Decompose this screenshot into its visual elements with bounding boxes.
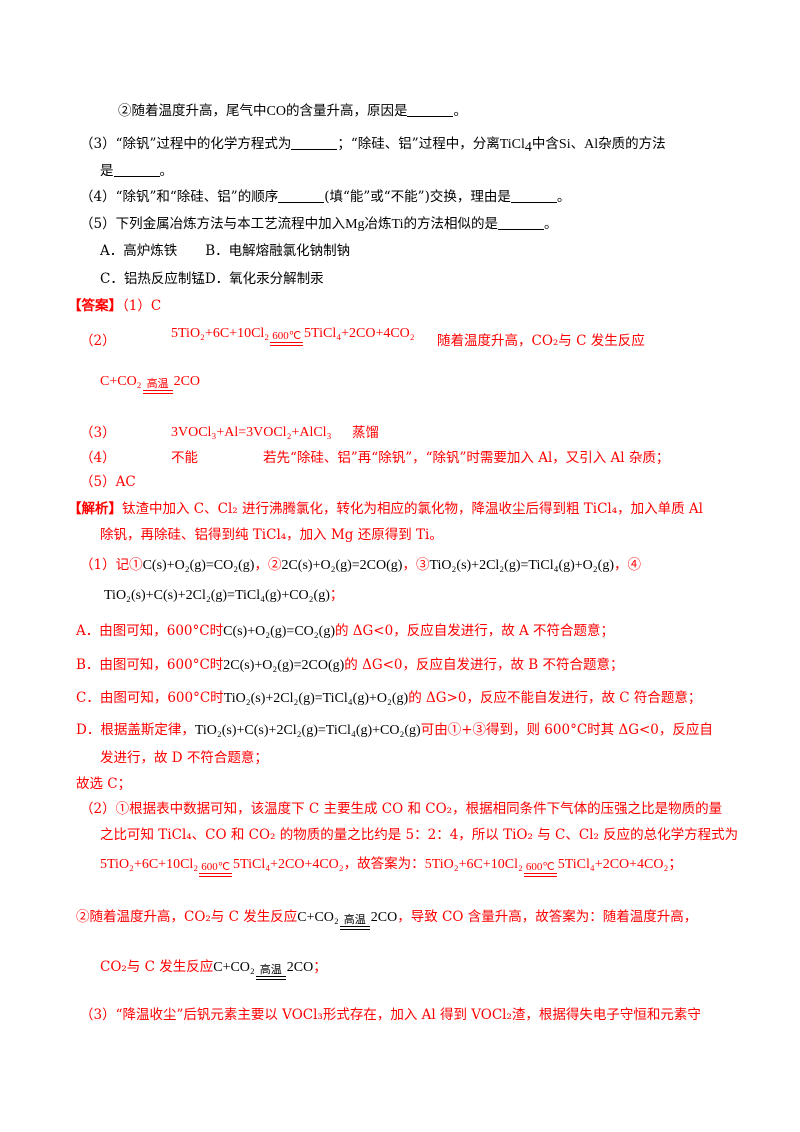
question-2-part-2: ②随着温度升高，尾气中CO的含量升高，原因是。 [118,103,467,119]
analysis-option-d: D．根据盖斯定律，TiO₂(s)+C(s)+2Cl₂(g)=TiCl₄(g)+C… [76,722,713,738]
analysis-part-2: （2）①根据表中数据可知，该温度下 C 主要生成 CO 和 CO₂，根据相同条件… [80,801,723,817]
question-4: （4）“除钒”和“除硅、铝”的顺序(填“能”或“不能”)交换，理由是。 [80,189,571,205]
answer-2: （2） [80,333,116,349]
question-5: （5）下列金属冶炼方法与本工艺流程中加入Mg冶炼Ti的方法相似的是。 [80,216,558,232]
answer-4: （4） [80,450,116,466]
analysis-option-c: C．由图可知，600°C时TiO₂(s)+2Cl₂(g)=TiCl₄(g)+O₂… [76,690,702,706]
analysis-part-1-cont: TiO₂(s)+C(s)+2Cl₂(g)=TiCl₄(g)+CO₂(g)； [104,587,344,603]
answer-2-reason: 随着温度升高，CO₂与 C 发生反应 [437,333,645,349]
analysis-intro: 【解析】钛渣中加入 C、Cl₂ 进行沸腾氯化，转化为相应的氯化物，降温收尘后得到… [68,501,703,517]
answer-3-equation: 3VOCl₃+Al=3VOCl₂+AlCl₃ [171,425,332,440]
answer-blank [278,190,325,203]
analysis-option-b: B．由图可知，600°C时2C(s)+O₂(g)=2CO(g)的 ΔG<0，反应… [76,657,624,673]
answer-1: 【答案】（1）C [68,298,162,314]
question-3: （3）“除钒”过程中的化学方程式为；“除硅、铝”过程中，分离TiCl4中含Si、… [80,136,666,155]
answer-blank [291,137,338,150]
answer-3: （3） [80,425,116,441]
analysis-intro-cont: 除钒，再除硅、铝得到纯 TiCl₄，加入 Mg 还原得到 Ti。 [100,527,443,543]
analysis-option-d-cont: 发进行，故 D 不符合题意； [100,750,268,766]
answer-blank [498,217,544,230]
analysis-selection: 故选 C； [76,776,132,792]
answer-4-reason: 若先“除硅、铝”再“除钒”，“除钒”时需要加入 Al，又引入 Al 杂质； [263,450,670,466]
answer-3-method: 蒸馏 [352,425,379,441]
analysis-option-a: A．由图可知，600°C时C(s)+O₂(g)=CO₂(g)的 ΔG<0，反应自… [76,623,615,639]
analysis-part-2-cont: 之比可知 TiCl₄、CO 和 CO₂ 的物质的量之比约是 5：2：4，所以 T… [100,827,739,843]
question-3-cont: 是。 [100,163,173,179]
analysis-part-3: （3）“降温收尘”后钒元素主要以 VOCl₃形式存在，加入 Al 得到 VOCl… [80,1007,701,1023]
answer-blank [407,104,454,117]
analysis-part-1: （1）记①C(s)+O₂(g)=CO₂(g)，②2C(s)+O₂(g)=2CO(… [80,557,641,573]
answer-blank [113,164,160,177]
answer-blank [510,190,557,203]
options-c-d: C．铝热反应制锰D．氧化汞分解制汞 [100,271,324,287]
answer-4-choice: 不能 [171,450,198,466]
answer-5: （5）AC [80,474,136,490]
